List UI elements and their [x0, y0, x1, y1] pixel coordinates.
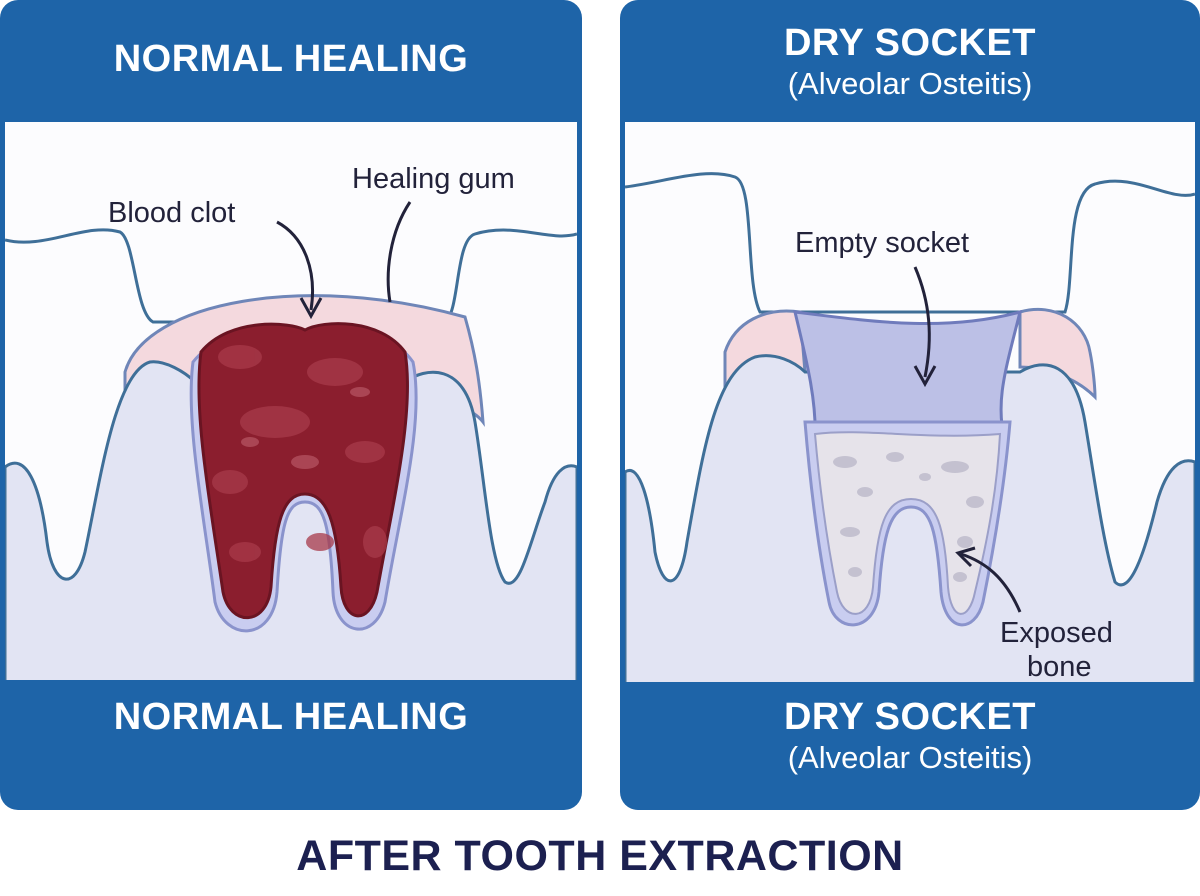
- empty-socket-arrow: [913, 266, 931, 378]
- empty-socket: [793, 309, 1023, 444]
- normal-healing-header-title: NORMAL HEALING: [113, 38, 469, 80]
- exposed-bone: [813, 431, 1002, 615]
- dry-socket-footer-subtitle: (Alveolar Osteitis): [787, 740, 1033, 775]
- empty-socket-arrowhead: [913, 365, 937, 388]
- blood-clot-arrowhead: [299, 297, 323, 320]
- normal-healing-footer-title: NORMAL HEALING: [113, 696, 469, 738]
- healing-gum-arrow: [386, 201, 412, 303]
- diagram-caption: AFTER TOOTH EXTRACTION: [296, 832, 904, 880]
- normal-healing-diagram: [5, 201, 577, 698]
- blood-clot-arrow: [276, 220, 314, 311]
- dry-socket-header-subtitle: (Alveolar Osteitis): [787, 66, 1033, 101]
- dry-socket-footer-title: DRY SOCKET: [783, 696, 1037, 738]
- dry-socket-panel: DRY SOCKET (Alveolar Osteitis): [620, 0, 1200, 810]
- bone-texture: [833, 452, 984, 582]
- normal-healing-panel: NORMAL HEALING: [0, 0, 582, 810]
- dry-socket-illustration: [620, 122, 1200, 698]
- empty-socket-label: Empty socket: [795, 227, 970, 259]
- exposed-bone-arrowhead: [955, 546, 976, 568]
- dry-socket-diagram: [625, 172, 1195, 698]
- jaw-bone: [625, 354, 1195, 698]
- exposed-bone-label-line1: Exposed: [1000, 617, 1113, 649]
- dry-socket-header: DRY SOCKET (Alveolar Osteitis): [620, 0, 1200, 146]
- healing-gum-label: Healing gum: [352, 163, 515, 195]
- clot-highlights: [241, 387, 370, 469]
- blood-clot-label: Blood clot: [108, 197, 236, 229]
- gum-outline: [625, 172, 1195, 314]
- exposed-bone-label-line2: bone: [1027, 651, 1092, 683]
- gum-outline: [5, 228, 577, 324]
- normal-healing-footer: NORMAL HEALING: [0, 680, 582, 810]
- dry-socket-header-title: DRY SOCKET: [783, 22, 1037, 64]
- clot-texture: [212, 345, 387, 562]
- normal-healing-illustration: [0, 122, 582, 698]
- dry-socket-footer: DRY SOCKET (Alveolar Osteitis): [620, 682, 1200, 810]
- exposed-bone-arrow: [960, 552, 1022, 613]
